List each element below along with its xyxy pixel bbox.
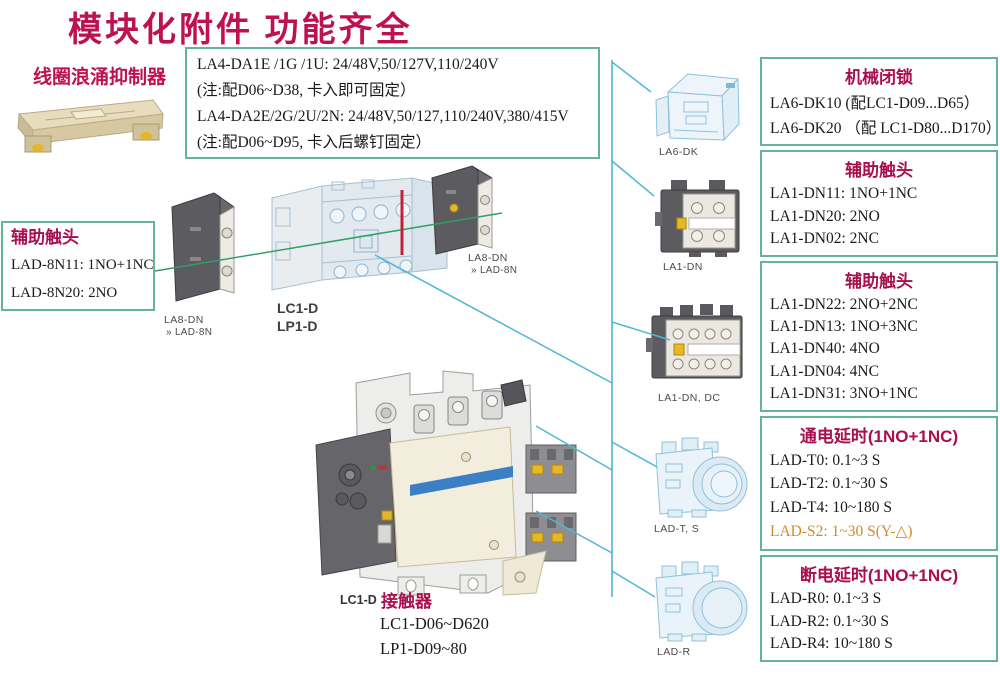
la8dn-right-caption-code: LA8-DN — [468, 252, 508, 264]
box-line: LA6-DK20 （配 LC1-D80...D170） — [770, 120, 1000, 137]
surge-suppressor-image — [17, 99, 164, 153]
box-off-delay: 断电延时(1NO+1NC) LAD-R0: 0.1~3 S LAD-R2: 0.… — [760, 555, 998, 662]
la8dn-right-image — [431, 165, 494, 255]
box-header: 通电延时(1NO+1NC) — [799, 427, 959, 446]
lad-r-image — [655, 561, 748, 642]
box-header: 辅助触头 — [845, 161, 913, 180]
wireframe-contactor-labels: LC1-D LP1-D — [277, 299, 318, 335]
box-line: LAD-R2: 0.1~30 S — [770, 612, 890, 630]
box-line: LAD-T4: 10~180 S — [770, 498, 893, 516]
surge-suppressor-label: 线圈浪涌抑制器 — [33, 67, 167, 88]
wireframe-label-lp1d: LP1-D — [277, 318, 318, 334]
left-aux-line: LAD-8N11: 1NO+1NC — [11, 257, 154, 273]
box-line: LA1-DN20: 2NO — [770, 207, 880, 225]
page-title: 模块化附件 功能齐全 — [68, 12, 413, 49]
main-contactor-series2: LP1-D09~80 — [380, 639, 467, 658]
box-line: LAD-R0: 0.1~3 S — [770, 590, 882, 608]
box-header: 机械闭锁 — [845, 68, 913, 87]
lad-t-image — [655, 437, 748, 518]
product-caption-lad-t: LAD-T, S — [654, 523, 700, 535]
la8dn-left-caption-code: LA8-DN — [164, 314, 204, 326]
box-line-highlighted: LAD-S2: 1~30 S(Y-△) — [770, 522, 913, 540]
box-on-delay: 通电延时(1NO+1NC) LAD-T0: 0.1~3 S LAD-T2: 0.… — [760, 416, 998, 551]
box-mechanical-interlock: 机械闭锁 LA6-DK10 (配LC1-D09...D65） LA6-DK20 … — [760, 57, 1000, 146]
box-line: LA1-DN02: 2NC — [770, 229, 879, 247]
product-caption-lad-r: LAD-R — [657, 646, 691, 658]
left-aux-contacts-box: 辅助触头 LAD-8N11: 1NO+1NC LAD-8N20: 2NO — [1, 221, 155, 311]
la8dn-right-caption-alias: » LAD-8N — [471, 265, 518, 276]
main-contactor-name: 接触器 — [381, 592, 432, 611]
box-line: LA1-DN11: 1NO+1NC — [770, 185, 918, 203]
box-line: LA1-DN22: 2NO+2NC — [770, 296, 918, 314]
branch-la1dn — [611, 160, 655, 197]
box-line: LA1-DN31: 3NO+1NC — [770, 384, 918, 402]
box-header: 辅助触头 — [845, 272, 913, 291]
la4-line: LA4-DA1E /1G /1U: 24/48V,50/127V,110/240… — [197, 56, 499, 73]
main-contactor-series1: LC1-D06~D620 — [380, 614, 489, 633]
la4-line: (注:配D06~D38, 卡入即可固定） — [197, 82, 416, 99]
product-caption-la1dn: LA1-DN — [663, 261, 703, 273]
la6dk-image — [655, 73, 740, 142]
box-aux-contacts-1: 辅助触头 LA1-DN11: 1NO+1NC LA1-DN20: 2NO LA1… — [760, 150, 998, 257]
box-line: LAD-R4: 10~180 S — [770, 634, 893, 652]
box-line: LA1-DN13: 1NO+3NC — [770, 318, 918, 336]
box-line: LAD-T2: 0.1~30 S — [770, 475, 889, 493]
la8dn-left-caption-alias: » LAD-8N — [166, 327, 213, 338]
la1dn-dc-image — [646, 304, 743, 379]
wireframe-label-lc1d: LC1-D — [277, 300, 319, 316]
main-contactor-image — [315, 370, 577, 596]
left-aux-line: LAD-8N20: 2NO — [11, 285, 118, 301]
right-terminals-upper — [525, 444, 577, 494]
la4-line: (注:配D06~D95, 卡入后螺钉固定） — [197, 134, 431, 151]
la8dn-left-image — [171, 192, 235, 302]
box-line: LAD-T0: 0.1~3 S — [770, 452, 881, 470]
box-line: LA1-DN04: 4NC — [770, 362, 879, 380]
la4-spec-box: LA4-DA1E /1G /1U: 24/48V,50/127V,110/240… — [185, 47, 600, 159]
box-header: 断电延时(1NO+1NC) — [799, 566, 959, 585]
product-caption-la1dn-dc: LA1-DN, DC — [658, 392, 721, 404]
la4-line: LA4-DA2E/2G/2U/2N: 24/48V,50/127,110/240… — [197, 108, 569, 125]
box-aux-contacts-2: 辅助触头 LA1-DN22: 2NO+2NC LA1-DN13: 1NO+3NC… — [760, 261, 998, 412]
top-lugs — [413, 390, 503, 434]
left-aux-box-header: 辅助触头 — [11, 228, 79, 247]
box-line: LA1-DN40: 4NO — [770, 340, 880, 358]
la1dn-image — [655, 180, 740, 257]
box-line: LA6-DK10 (配LC1-D09...D65） — [770, 95, 980, 112]
product-caption-la6dk: LA6-DK — [659, 146, 699, 158]
main-contactor-code: LC1-D — [340, 593, 377, 607]
